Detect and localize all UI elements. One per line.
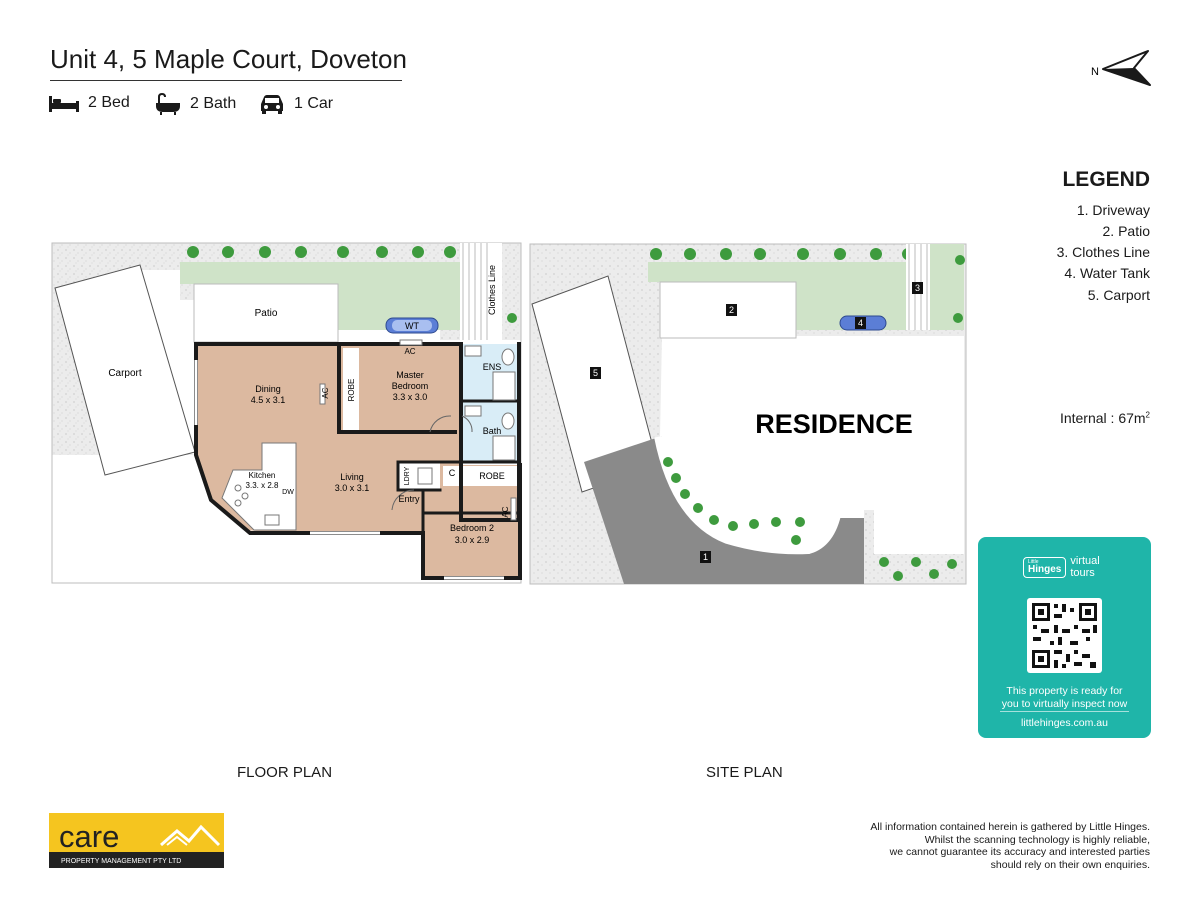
north-label: N [1091, 66, 1099, 78]
title-divider [50, 80, 402, 81]
virtual-tour-card[interactable]: Little Hinges virtual tours This propert… [978, 537, 1151, 738]
marker-patio [726, 304, 737, 316]
laundry-label: LDRY [404, 466, 411, 485]
marker-carport [590, 367, 601, 379]
marker-5-label: 5 [593, 368, 598, 378]
bath-label: Bath [483, 426, 502, 436]
marker-2-label: 2 [729, 305, 734, 315]
master-bedroom-label: Master [396, 370, 424, 380]
robe-label-bed2: ROBE [479, 471, 505, 481]
legend-item: 5. Carport [1087, 287, 1150, 303]
area-unit-superscript: 2 [1145, 410, 1150, 420]
patio-label: Patio [255, 308, 278, 319]
dining-size: 4.5 x 3.1 [251, 395, 286, 405]
bath-count: 2 Bath [190, 95, 237, 112]
ac-label-dining: AC [321, 387, 330, 398]
floor-plan-drawing: Clothes Line Carport Patio WT [51, 242, 522, 584]
master-bedroom-label-2: Bedroom [392, 381, 429, 391]
car-count: 1 Car [294, 95, 334, 112]
site-lawn [648, 262, 928, 330]
care-wordmark: care [59, 819, 119, 854]
marker-driveway [700, 551, 711, 563]
car-icon [258, 93, 286, 115]
marker-water-tank [855, 317, 866, 329]
shrub-row [187, 246, 517, 323]
residence-area [660, 336, 964, 554]
floor-plan-caption: FLOOR PLAN [237, 764, 333, 781]
bed-feature: 2 Bed [48, 93, 130, 113]
kitchen-bench [221, 442, 297, 531]
patio [193, 283, 339, 343]
site-plan-caption: SITE PLAN [706, 764, 783, 781]
bedroom2-label: Bedroom 2 [450, 523, 494, 533]
master-bedroom-size: 3.3 x 3.0 [393, 392, 428, 402]
marker-clothes-line [912, 282, 923, 294]
care-subtitle: PROPERTY MANAGEMENT PTY LTD [61, 858, 181, 865]
bed-count: 2 Bed [88, 94, 130, 111]
ac-label-bed2: AC [501, 506, 510, 517]
cupboard-label: C [449, 468, 456, 478]
clothes-line-label: Clothes Line [487, 265, 497, 315]
internal-area-label: Internal : [1059, 410, 1115, 426]
robe-label-master: ROBE [347, 379, 356, 402]
roof-icon [160, 824, 221, 847]
bath-feature: 2 Bath [154, 93, 236, 115]
entry-label: Entry [398, 494, 420, 504]
water-tank-label: WT [405, 321, 419, 331]
care-property-logo: care PROPERTY MANAGEMENT PTY LTD [49, 813, 224, 868]
virtual-tour-message: This property is ready for you to virtua… [1001, 685, 1128, 710]
kitchen-size: 3.3. x 2.8 [246, 481, 279, 490]
north-compass: N [1090, 48, 1154, 88]
legend-title: LEGEND [1062, 168, 1150, 191]
legend-item: 4. Water Tank [1064, 265, 1150, 281]
bedroom2-size: 3.0 x 2.9 [455, 535, 490, 545]
virtual-word: virtual [1070, 555, 1100, 567]
virtual-tour-url[interactable]: littlehinges.com.au [1021, 717, 1108, 729]
tours-word: tours [1070, 567, 1095, 579]
kitchen-label: Kitchen [249, 471, 276, 480]
dining-label: Dining [255, 384, 281, 394]
internal-area: Internal : 67m2 [1060, 410, 1150, 426]
card-divider [1000, 711, 1129, 712]
living-label: Living [340, 472, 364, 482]
marker-1-label: 1 [703, 552, 708, 562]
legend-item: 3. Clothes Line [1056, 244, 1150, 260]
marker-3-label: 3 [915, 283, 920, 293]
internal-area-value: 67m [1118, 410, 1146, 426]
lawn-area [180, 262, 460, 330]
ensuite-label: ENS [483, 362, 502, 372]
qr-code-icon[interactable] [1027, 598, 1102, 673]
disclaimer: All information contained herein is gath… [870, 821, 1150, 871]
bed-icon [48, 93, 80, 113]
residence-label: RESIDENCE [755, 409, 913, 439]
site-plan-drawing: RESIDENCE 1 2 3 4 5 [529, 243, 967, 585]
little-hinges-brand: Little Hinges [1023, 556, 1067, 578]
marker-4-label: 4 [858, 318, 863, 328]
bath-icon [154, 93, 182, 115]
car-feature: 1 Car [258, 93, 333, 115]
property-title: Unit 4, 5 Maple Court, Doveton [50, 44, 407, 74]
legend-item: 2. Patio [1102, 223, 1150, 239]
carport-label: Carport [108, 368, 142, 379]
legend-item: 1. Driveway [1076, 202, 1150, 218]
little-hinges-logo: Little Hinges virtual tours [1023, 555, 1100, 579]
ac-label-master: AC [404, 347, 415, 356]
dishwasher-label: DW [282, 489, 294, 496]
living-size: 3.0 x 3.1 [335, 483, 370, 493]
